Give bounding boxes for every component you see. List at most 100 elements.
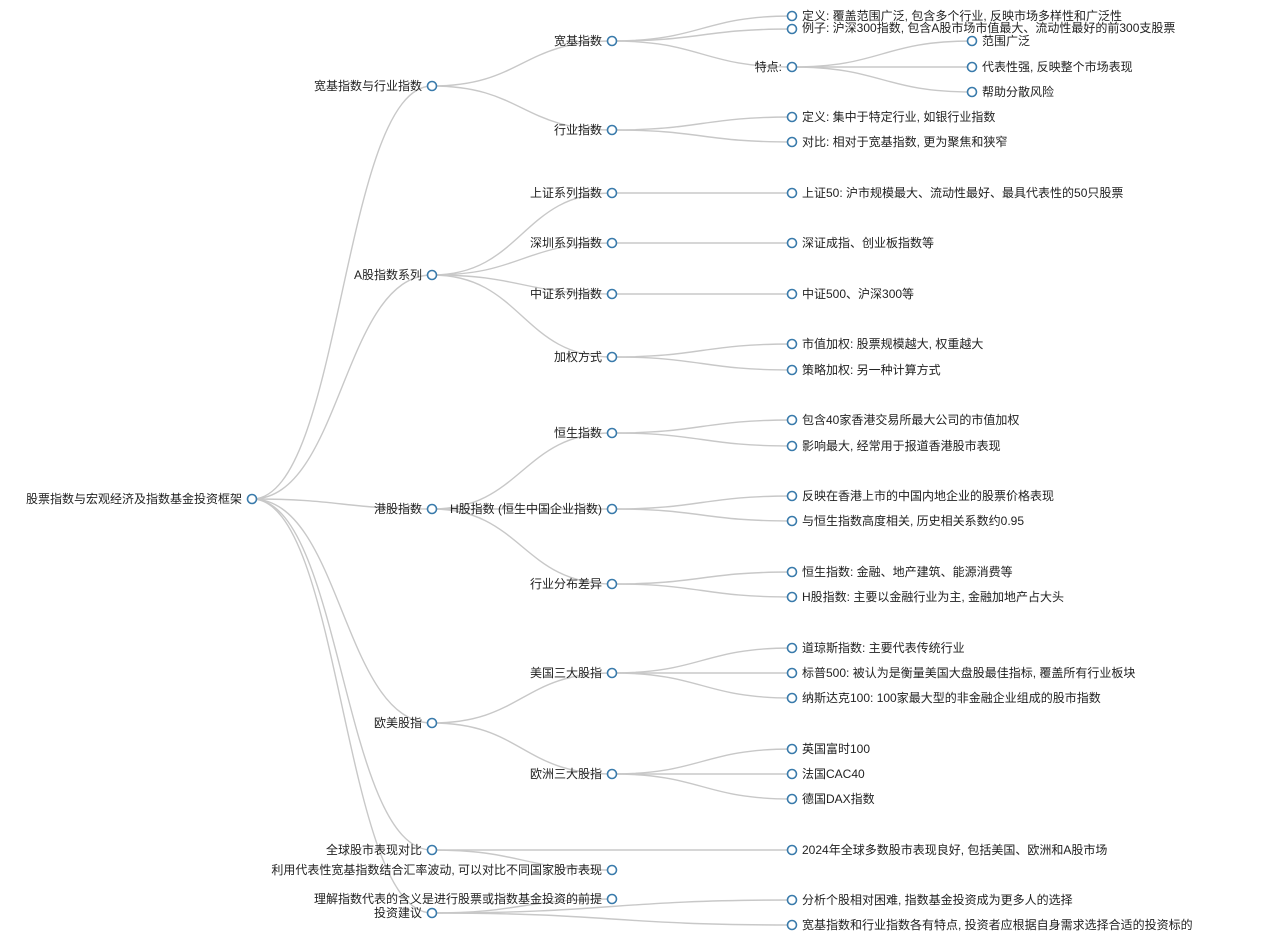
- node-toggle-r-0-0[interactable]: [606, 35, 618, 47]
- branch-node-r-2-1[interactable]: H股指数 (恒生中国企业指数): [450, 501, 618, 516]
- leaf-node-r-4-1[interactable]: 利用代表性宽基指数结合汇率波动, 可以对比不同国家股市表现: [271, 862, 618, 877]
- branch-node-r-4[interactable]: 全球股市表现对比: [326, 842, 438, 857]
- leaf-node-r-5-2[interactable]: 宽基指数和行业指数各有特点, 投资者应根据自身需求选择合适的投资标的: [786, 917, 1193, 932]
- leaf-node-r-0-0-0[interactable]: 定义: 覆盖范围广泛, 包含多个行业, 反映市场多样性和广泛性: [786, 8, 1123, 23]
- leaf-node-r-0-0-2-0[interactable]: 范围广泛: [966, 34, 1031, 48]
- node-toggle-r-0-1[interactable]: [606, 124, 618, 136]
- leaf-node-r-3-0-1[interactable]: 标普500: 被认为是衡量美国大盘股最佳指标, 覆盖所有行业板块: [786, 665, 1136, 680]
- node-toggle-r-2-2-0[interactable]: [786, 566, 798, 578]
- node-toggle-r-1-3-0[interactable]: [786, 338, 798, 350]
- node-toggle-r-1-0-0[interactable]: [786, 187, 798, 199]
- node-toggle-r-2-0-0[interactable]: [786, 414, 798, 426]
- node-toggle-r-3[interactable]: [426, 717, 438, 729]
- node-toggle-r-0-0-1[interactable]: [786, 23, 798, 35]
- leaf-node-r-3-1-2[interactable]: 德国DAX指数: [786, 791, 875, 806]
- node-label-r-3-0-1: 标普500: 被认为是衡量美国大盘股最佳指标, 覆盖所有行业板块: [802, 665, 1135, 680]
- branch-node-r-0[interactable]: 宽基指数与行业指数: [314, 78, 438, 93]
- node-toggle-r-2-0[interactable]: [606, 427, 618, 439]
- node-toggle-r-2-2-1[interactable]: [786, 591, 798, 603]
- leaf-node-r-0-0-2-1[interactable]: 代表性强, 反映整个市场表现: [966, 59, 1133, 74]
- node-toggle-r-2-0-1[interactable]: [786, 440, 798, 452]
- node-toggle-r-2[interactable]: [426, 503, 438, 515]
- node-toggle-r-5-0[interactable]: [606, 893, 618, 905]
- node-toggle-r-3-0[interactable]: [606, 667, 618, 679]
- node-toggle-r-4[interactable]: [426, 844, 438, 856]
- leaf-node-r-1-0-0[interactable]: 上证50: 沪市规模最大、流动性最好、最具代表性的50只股票: [786, 185, 1124, 200]
- node-toggle-r-1-1-0[interactable]: [786, 237, 798, 249]
- node-toggle-r-1-3-1[interactable]: [786, 364, 798, 376]
- node-toggle-r-0-0-0[interactable]: [786, 10, 798, 22]
- node-toggle-r-3-0-0[interactable]: [786, 642, 798, 654]
- leaf-node-r-1-3-1[interactable]: 策略加权: 另一种计算方式: [786, 362, 941, 377]
- node-toggle-r-1-1[interactable]: [606, 237, 618, 249]
- branch-node-r[interactable]: 股票指数与宏观经济及指数基金投资框架: [26, 491, 258, 506]
- node-toggle-r-2-1-0[interactable]: [786, 490, 798, 502]
- node-toggle-r-2-2[interactable]: [606, 578, 618, 590]
- leaf-node-r-1-3-0[interactable]: 市值加权: 股票规模越大, 权重越大: [786, 336, 984, 351]
- leaf-node-r-1-2-0[interactable]: 中证500、沪深300等: [786, 286, 915, 301]
- branch-node-r-2-2[interactable]: 行业分布差异: [530, 577, 618, 591]
- node-toggle-r-1-3[interactable]: [606, 351, 618, 363]
- node-toggle-r-4-0[interactable]: [786, 844, 798, 856]
- node-toggle-r-4-1[interactable]: [606, 864, 618, 876]
- leaf-node-r-2-0-0[interactable]: 包含40家香港交易所最大公司的市值加权: [786, 412, 1020, 427]
- node-toggle-r-0-1-1[interactable]: [786, 136, 798, 148]
- leaf-node-r-0-0-2-2[interactable]: 帮助分散风险: [966, 84, 1055, 99]
- node-toggle-r-0-0-2-1[interactable]: [966, 61, 978, 73]
- leaf-node-r-3-1-0[interactable]: 英国富时100: [786, 741, 871, 756]
- link-r-0-0-0: [611, 15, 793, 42]
- branch-node-r-3-0[interactable]: 美国三大股指: [530, 665, 618, 680]
- node-label-r-2: 港股指数: [374, 501, 422, 516]
- branch-node-r-0-1[interactable]: 行业指数: [554, 122, 618, 137]
- leaf-node-r-2-2-1[interactable]: H股指数: 主要以金融行业为主, 金融加地产占大头: [786, 589, 1065, 604]
- branch-node-r-2-0[interactable]: 恒生指数: [554, 425, 618, 440]
- node-toggle-r-0-0-2[interactable]: [786, 61, 798, 73]
- branch-node-r-0-0-2[interactable]: 特点:: [755, 59, 798, 74]
- leaf-node-r-5-1[interactable]: 分析个股相对困难, 指数基金投资成为更多人的选择: [786, 892, 1073, 907]
- node-toggle-r-5-1[interactable]: [786, 894, 798, 906]
- node-toggle-r-3-0-1[interactable]: [786, 667, 798, 679]
- branch-node-r-1-2[interactable]: 中证系列指数: [530, 286, 618, 301]
- leaf-node-r-2-1-0[interactable]: 反映在香港上市的中国内地企业的股票价格表现: [786, 488, 1055, 503]
- node-toggle-r[interactable]: [246, 493, 258, 505]
- branch-node-r-1-3[interactable]: 加权方式: [554, 349, 618, 364]
- node-toggle-r-1-0[interactable]: [606, 187, 618, 199]
- node-toggle-r-3-1[interactable]: [606, 768, 618, 780]
- leaf-node-r-5-0[interactable]: 理解指数代表的含义是进行股票或指数基金投资的前提: [314, 891, 618, 906]
- branch-node-r-1-0[interactable]: 上证系列指数: [530, 185, 618, 200]
- leaf-node-r-1-1-0[interactable]: 深证成指、创业板指数等: [786, 235, 935, 250]
- node-toggle-r-5-2[interactable]: [786, 919, 798, 931]
- node-label-r-0-0-2: 特点:: [755, 59, 782, 74]
- node-toggle-r-1-2[interactable]: [606, 288, 618, 300]
- leaf-node-r-3-0-2[interactable]: 纳斯达克100: 100家最大型的非金融企业组成的股市指数: [786, 690, 1101, 705]
- node-toggle-r-2-1[interactable]: [606, 503, 618, 515]
- branch-node-r-1[interactable]: A股指数系列: [354, 267, 438, 282]
- node-toggle-r-3-1-0[interactable]: [786, 743, 798, 755]
- node-toggle-r-1[interactable]: [426, 269, 438, 281]
- leaf-node-r-4-0[interactable]: 2024年全球多数股市表现良好, 包括美国、欧洲和A股市场: [786, 842, 1108, 857]
- leaf-node-r-3-1-1[interactable]: 法国CAC40: [786, 767, 866, 781]
- branch-node-r-5[interactable]: 投资建议: [374, 905, 438, 920]
- branch-node-r-0-0[interactable]: 宽基指数: [554, 33, 618, 48]
- branch-node-r-3[interactable]: 欧美股指: [374, 715, 438, 730]
- node-toggle-r-3-0-2[interactable]: [786, 692, 798, 704]
- branch-node-r-2[interactable]: 港股指数: [374, 501, 438, 516]
- node-toggle-r-2-1-1[interactable]: [786, 515, 798, 527]
- node-toggle-r-3-1-2[interactable]: [786, 793, 798, 805]
- node-toggle-r-0-1-0[interactable]: [786, 111, 798, 123]
- node-toggle-r-3-1-1[interactable]: [786, 768, 798, 780]
- node-toggle-r-0[interactable]: [426, 80, 438, 92]
- node-toggle-r-0-0-2-2[interactable]: [966, 86, 978, 98]
- leaf-node-r-2-2-0[interactable]: 恒生指数: 金融、地产建筑、能源消费等: [786, 564, 1013, 579]
- leaf-node-r-3-0-0[interactable]: 道琼斯指数: 主要代表传统行业: [786, 640, 965, 655]
- leaf-node-r-0-1-0[interactable]: 定义: 集中于特定行业, 如银行业指数: [786, 109, 996, 124]
- branch-node-r-1-1[interactable]: 深圳系列指数: [530, 235, 618, 250]
- leaf-node-r-0-1-1[interactable]: 对比: 相对于宽基指数, 更为聚焦和狭窄: [786, 134, 1008, 149]
- node-toggle-r-1-2-0[interactable]: [786, 288, 798, 300]
- leaf-node-r-2-1-1[interactable]: 与恒生指数高度相关, 历史相关系数约0.95: [786, 513, 1025, 528]
- leaf-node-r-2-0-1[interactable]: 影响最大, 经常用于报道香港股市表现: [786, 438, 1001, 453]
- leaf-node-r-0-0-1[interactable]: 例子: 沪深300指数, 包含A股市场市值最大、流动性最好的前300支股票: [786, 20, 1176, 35]
- branch-node-r-3-1[interactable]: 欧洲三大股指: [530, 766, 618, 781]
- node-toggle-r-0-0-2-0[interactable]: [966, 35, 978, 47]
- node-toggle-r-5[interactable]: [426, 907, 438, 919]
